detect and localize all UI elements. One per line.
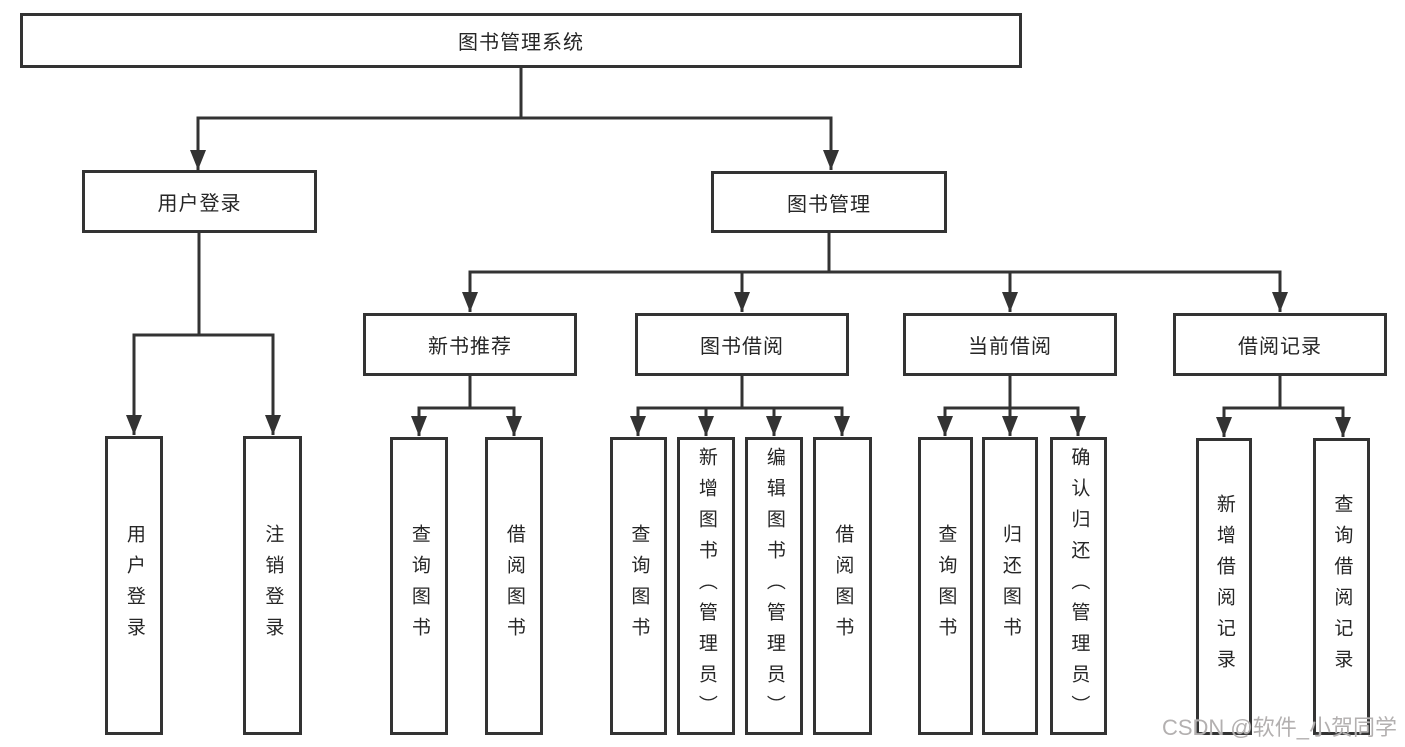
node-current-borrowing-label: 当前借阅	[968, 336, 1052, 358]
node-borrowing-records: 借阅记录	[1173, 313, 1387, 376]
leaf-bb-borrow-books: 借阅图书	[813, 437, 872, 735]
leaf-cb-query-books: 查询图书	[918, 437, 973, 735]
node-current-borrowing: 当前借阅	[903, 313, 1117, 376]
node-book-borrowing-label: 图书借阅	[700, 336, 784, 358]
leaf-bb-add-books-admin-label: 新增图书（管理员）	[695, 446, 717, 726]
leaf-cb-confirm-return-admin-label: 确认归还（管理员）	[1068, 446, 1090, 726]
node-user-login: 用户登录	[82, 170, 317, 233]
leaf-user-login-label: 用户登录	[123, 523, 145, 648]
leaf-br-add-record: 新增借阅记录	[1196, 438, 1252, 735]
leaf-nbr-query-books-label: 查询图书	[408, 524, 430, 648]
leaf-nbr-borrow-books-label: 借阅图书	[503, 524, 525, 648]
leaf-user-login: 用户登录	[105, 436, 163, 735]
leaf-br-query-record: 查询借阅记录	[1313, 438, 1370, 735]
leaf-cb-return-books-label: 归还图书	[999, 524, 1021, 648]
leaf-bb-edit-books-admin-label: 编辑图书（管理员）	[763, 446, 785, 726]
node-library-management-system-label: 图书管理系统	[458, 32, 584, 54]
leaf-br-add-record-label: 新增借阅记录	[1213, 493, 1235, 680]
leaf-logout: 注销登录	[243, 436, 302, 735]
leaf-bb-query-books-label: 查询图书	[628, 524, 650, 648]
leaf-logout-label: 注销登录	[262, 523, 284, 648]
watermark-text: CSDN @软件_小贺同学	[1161, 715, 1397, 740]
leaf-nbr-borrow-books: 借阅图书	[485, 437, 543, 735]
node-borrowing-records-label: 借阅记录	[1238, 336, 1322, 358]
leaf-bb-borrow-books-label: 借阅图书	[832, 524, 854, 648]
leaf-bb-edit-books-admin: 编辑图书（管理员）	[745, 437, 803, 735]
leaf-br-query-record-label: 查询借阅记录	[1331, 493, 1353, 680]
leaf-bb-query-books: 查询图书	[610, 437, 667, 735]
node-book-management: 图书管理	[711, 171, 947, 233]
leaf-cb-confirm-return-admin: 确认归还（管理员）	[1050, 437, 1107, 735]
leaf-cb-return-books: 归还图书	[982, 437, 1038, 735]
node-library-management-system: 图书管理系统	[20, 13, 1022, 68]
node-book-management-label: 图书管理	[787, 193, 871, 216]
leaf-bb-add-books-admin: 新增图书（管理员）	[677, 437, 735, 735]
node-new-book-recommendation: 新书推荐	[363, 313, 577, 376]
leaf-cb-query-books-label: 查询图书	[935, 524, 957, 648]
node-book-borrowing: 图书借阅	[635, 313, 849, 376]
node-new-book-recommendation-label: 新书推荐	[428, 336, 512, 358]
node-user-login-label: 用户登录	[157, 193, 242, 215]
leaf-nbr-query-books: 查询图书	[390, 437, 448, 735]
